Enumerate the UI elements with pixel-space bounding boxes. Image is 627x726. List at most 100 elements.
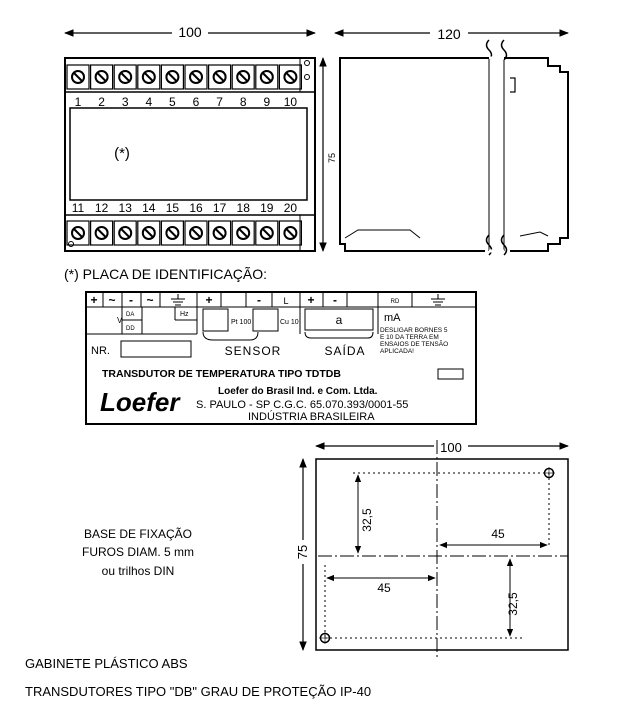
base-caption-line-3: ou trilhos DIN: [102, 564, 175, 578]
company-address: S. PAULO - SP C.G.C. 65.070.393/0001-55: [196, 399, 408, 411]
bottom-screw-icon: [160, 220, 184, 246]
side-housing: [339, 57, 569, 252]
top-terminal-number: 3: [122, 95, 129, 109]
bottom-screw-icon: [208, 220, 232, 246]
base-caption-line-2: FUROS DIAM. 5 mm: [82, 545, 194, 559]
base-caption-line-1: BASE DE FIXAÇÃO: [84, 527, 192, 541]
cu10-label: Cu 10: [280, 319, 299, 326]
top-screw-icon: [255, 64, 279, 90]
bottom-terminal-number: 13: [119, 201, 133, 215]
output-plus-label: +: [307, 293, 314, 307]
supply-minus-label: -: [129, 293, 133, 307]
base-view: 100 75 32,5 45 45 32,5: [295, 438, 569, 660]
top-terminal-number: 6: [193, 95, 200, 109]
da-label: DA: [126, 312, 134, 318]
footer-line-2: TRANSDUTORES TIPO "DB" GRAU DE PROTEÇÃO …: [25, 684, 371, 699]
supply-ac2-label: ~: [146, 293, 153, 307]
saida-label: SAÍDA: [324, 343, 365, 358]
top-terminal-number: 4: [145, 95, 152, 109]
base-width-dimension: 100: [440, 440, 462, 455]
bottom-screw-icon: [113, 220, 137, 246]
bottom-terminal-row: 11 12 13 14 15 16 17 18 19 20: [66, 201, 302, 246]
base-height-dimension: 75: [295, 545, 310, 559]
pt100-label: Pt 100: [231, 319, 251, 326]
side-view: 120: [334, 24, 569, 260]
origin-label: INDÚSTRIA BRASILEIRA: [248, 410, 375, 423]
window-marker: (*): [114, 145, 130, 162]
bottom-terminal-number: 18: [237, 201, 251, 215]
warning-line-4: APLICADA!: [380, 348, 414, 355]
side-width-dimension: 120: [437, 26, 461, 42]
top-terminal-number: 9: [263, 95, 270, 109]
top-terminal-number: 8: [240, 95, 247, 109]
ground-icon: [171, 294, 185, 306]
base-caption: BASE DE FIXAÇÃO FUROS DIAM. 5 mm ou tril…: [82, 527, 194, 578]
dim-32-5-left: 32,5: [360, 508, 374, 532]
bottom-terminal-number: 12: [95, 201, 109, 215]
dim-45-top: 45: [491, 527, 505, 541]
bottom-terminal-number: 17: [213, 201, 227, 215]
top-screw-icon: [66, 64, 90, 90]
top-screw-icon: [278, 64, 302, 90]
top-screw-icon: [208, 64, 232, 90]
bottom-screw-icon: [255, 220, 279, 246]
bottom-screw-icon: [137, 220, 161, 246]
top-terminal-number: 2: [98, 95, 105, 109]
top-terminal-number: 5: [169, 95, 176, 109]
plate-caption: (*) PLACA DE IDENTIFICAÇÃO:: [64, 266, 267, 282]
top-screw-icon: [113, 64, 137, 90]
product-title: TRANSDUTOR DE TEMPERATURA TIPO TDTDB: [102, 368, 341, 380]
v-label: V: [117, 316, 123, 325]
rd-label: RD: [391, 299, 400, 305]
hz-label: Hz: [180, 311, 189, 318]
top-screw-icon: [137, 64, 161, 90]
top-screw-icon: [160, 64, 184, 90]
bottom-screw-icon: [278, 220, 302, 246]
top-terminal-number: 10: [284, 95, 298, 109]
front-width-dimension: 100: [178, 24, 202, 40]
footer-line-1: GABINETE PLÁSTICO ABS: [25, 656, 188, 671]
supply-ac-label: ~: [108, 293, 115, 307]
nr-label: NR.: [91, 345, 110, 357]
warning-line-1: DESLIGAR BORNES 5: [380, 327, 448, 334]
dim-45-bottom: 45: [377, 581, 391, 595]
front-height-dimension: 75: [327, 153, 337, 163]
bottom-screw-icon: [231, 220, 255, 246]
top-screw-icon: [231, 64, 255, 90]
top-terminal-number: 7: [216, 95, 223, 109]
identification-plate: + ~ - ~ + - L + - RD V DA DD Hz Pt 100 C…: [85, 291, 477, 425]
brand-logo: Loefer: [100, 387, 181, 417]
dd-label: DD: [126, 326, 135, 332]
sensor-plus-label: +: [205, 293, 212, 307]
bottom-screw-icon: [184, 220, 208, 246]
bottom-screw-icon: [89, 220, 114, 246]
front-housing: [64, 57, 316, 252]
output-ma-label: mA: [384, 312, 401, 324]
bottom-terminal-number: 16: [189, 201, 203, 215]
bottom-terminal-number: 19: [260, 201, 274, 215]
output-a-value: a: [336, 313, 343, 327]
top-terminal-number: 1: [75, 95, 82, 109]
top-screw-icon: [89, 64, 114, 90]
sensor-minus-label: -: [257, 293, 261, 307]
supply-plus-label: +: [90, 293, 97, 307]
warning-line-2: E 10 DA TERRA EM: [380, 334, 439, 341]
top-screw-icon: [184, 64, 208, 90]
identification-window: [69, 107, 308, 201]
base-plate: [315, 458, 569, 651]
bottom-terminal-number: 15: [166, 201, 180, 215]
bottom-terminal-number: 11: [72, 201, 85, 215]
warning-line-3: ENSAIOS DE TENSÃO: [380, 339, 448, 348]
output-minus-label: -: [333, 293, 337, 307]
bottom-screw-icon: [66, 220, 90, 246]
dim-32-5-right: 32,5: [506, 592, 520, 616]
sensor-label: SENSOR: [225, 344, 282, 358]
top-terminal-row: 1 2 3 4 5 6 7 8 9 10: [66, 64, 302, 109]
company-name: Loefer do Brasil Ind. e Com. Ltda.: [218, 386, 378, 397]
ground-icon-2: [431, 294, 445, 306]
bottom-terminal-number: 20: [284, 201, 298, 215]
sensor-l-label: L: [283, 296, 288, 306]
bottom-terminal-number: 14: [142, 201, 156, 215]
